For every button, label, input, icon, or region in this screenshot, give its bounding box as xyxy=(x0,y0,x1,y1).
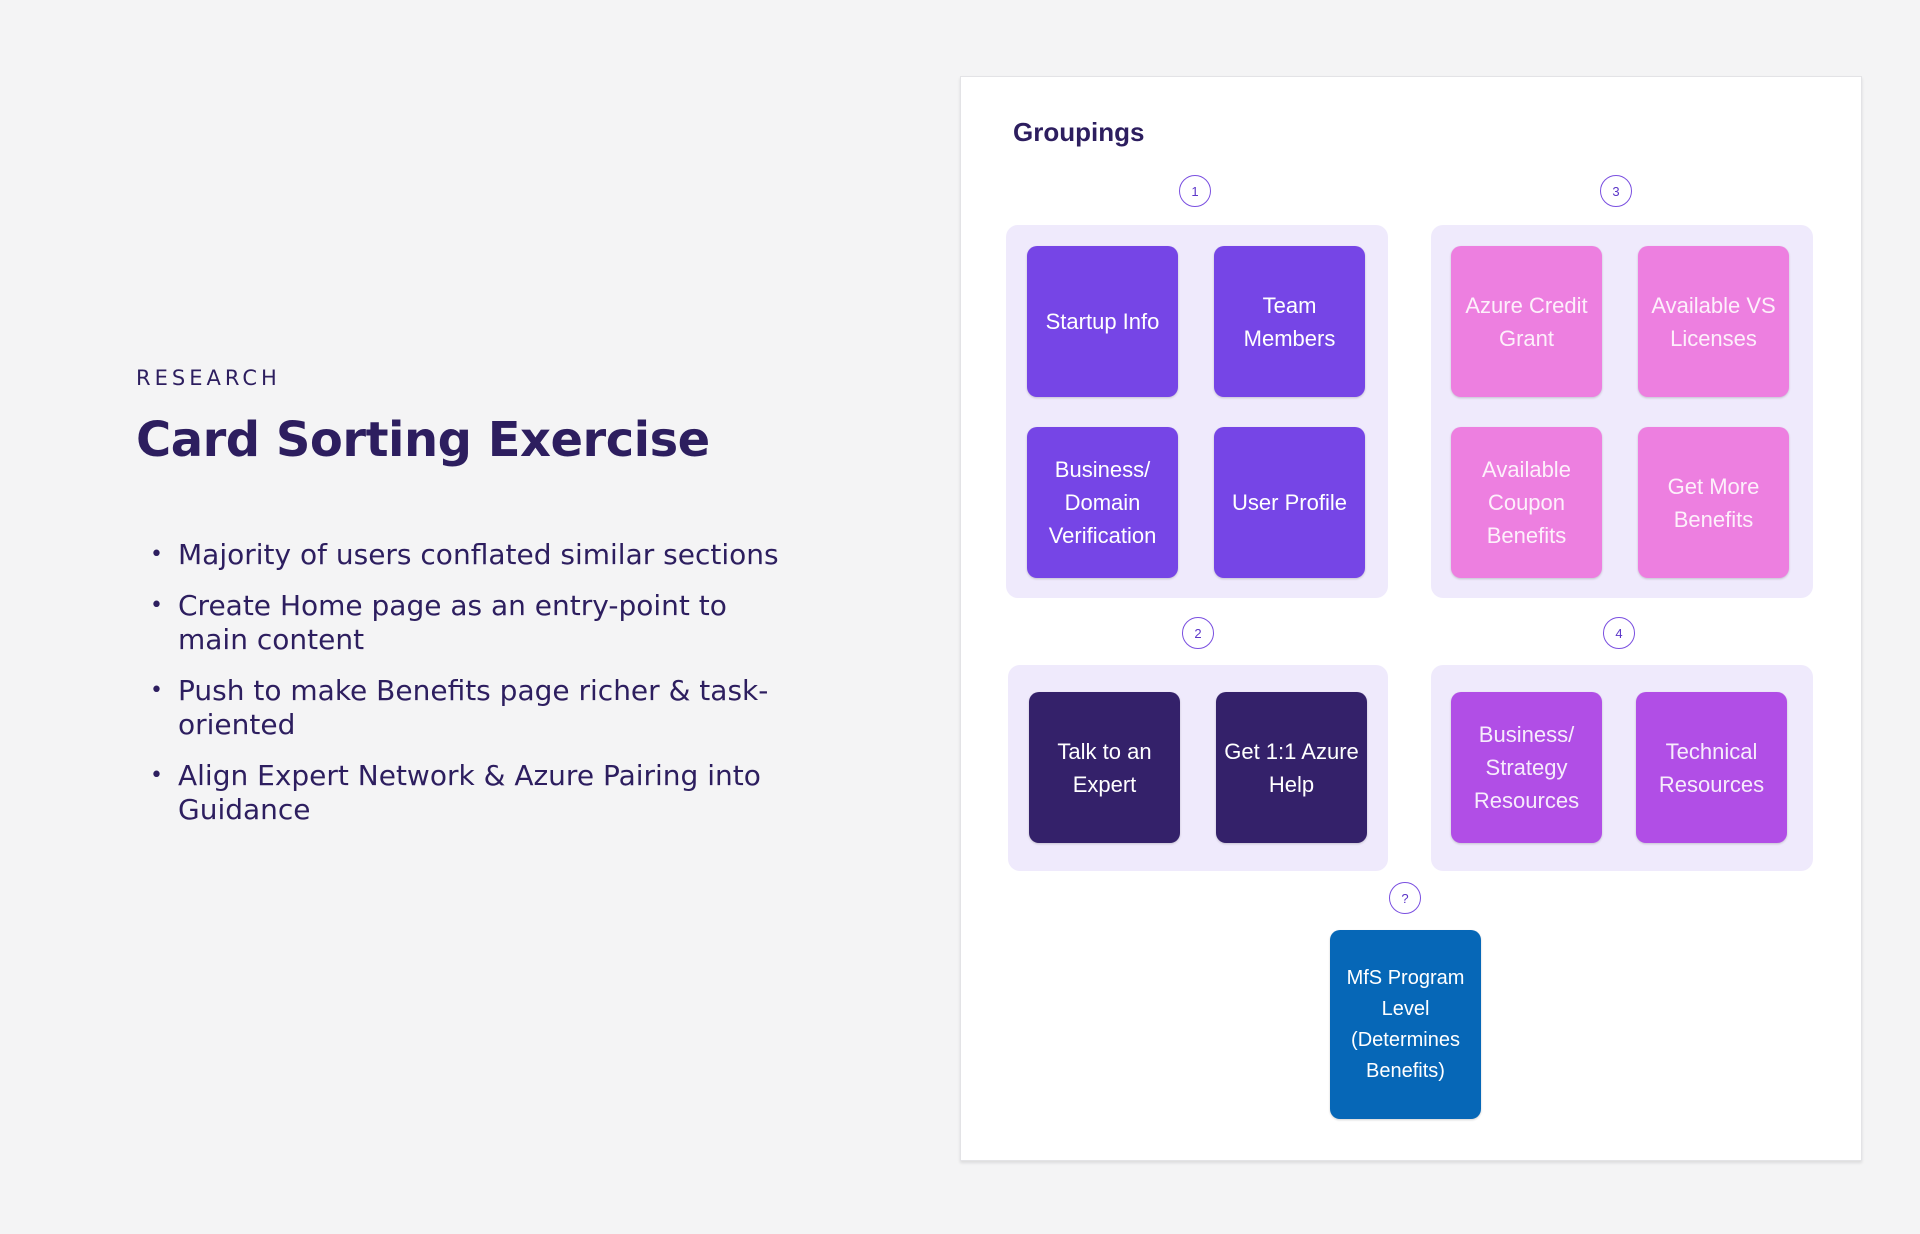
card-business-strategy-resources[interactable]: Business/ Strategy Resources xyxy=(1451,692,1602,843)
list-item-text: Push to make Benefits page richer & task… xyxy=(178,674,769,741)
intro-section: RESEARCH Card Sorting Exercise • Majority… xyxy=(136,0,816,1234)
card-talk-to-an-expert[interactable]: Talk to an Expert xyxy=(1029,692,1180,843)
page-title: Card Sorting Exercise xyxy=(136,412,710,468)
bullet-icon: • xyxy=(150,678,163,703)
group-2-container: Talk to an Expert Get 1:1 Azure Help xyxy=(1008,665,1388,871)
card-available-coupon-benefits[interactable]: Available Coupon Benefits xyxy=(1451,427,1602,578)
list-item: • Align Expert Network & Azure Pairing in… xyxy=(150,759,790,827)
card-available-vs-licenses[interactable]: Available VS Licenses xyxy=(1638,246,1789,397)
group-number-badge: 3 xyxy=(1600,175,1632,207)
card-azure-credit-grant[interactable]: Azure Credit Grant xyxy=(1451,246,1602,397)
groupings-title: Groupings xyxy=(1013,117,1145,147)
list-item-text: Create Home page as an entry-point to ma… xyxy=(178,589,727,656)
section-eyebrow: RESEARCH xyxy=(136,366,281,390)
group-1-container: Startup Info Team Members Business/ Doma… xyxy=(1006,225,1388,598)
card-get-more-benefits[interactable]: Get More Benefits xyxy=(1638,427,1789,578)
card-user-profile[interactable]: User Profile xyxy=(1214,427,1365,578)
list-item: • Majority of users conflated similar sec… xyxy=(150,538,790,572)
findings-list: • Majority of users conflated similar sec… xyxy=(150,538,790,844)
card-get-1-1-azure-help[interactable]: Get 1:1 Azure Help xyxy=(1216,692,1367,843)
group-3-container: Azure Credit Grant Available VS Licenses… xyxy=(1431,225,1813,598)
list-item-text: Majority of users conflated similar sect… xyxy=(178,538,779,571)
list-item: • Create Home page as an entry-point to m… xyxy=(150,589,790,657)
card-startup-info[interactable]: Startup Info xyxy=(1027,246,1178,397)
group-number-badge: 1 xyxy=(1179,175,1211,207)
list-item-text: Align Expert Network & Azure Pairing int… xyxy=(178,759,761,826)
groupings-panel: Groupings 1 Startup Info Team Members Bu… xyxy=(960,76,1862,1161)
card-mfs-program-level[interactable]: MfS Program Level (Determines Benefits) xyxy=(1330,930,1481,1119)
unsorted-question-badge: ? xyxy=(1389,882,1421,914)
card-business-domain-verification[interactable]: Business/ Domain Verification xyxy=(1027,427,1178,578)
bullet-icon: • xyxy=(150,542,163,567)
group-number-badge: 2 xyxy=(1182,617,1214,649)
bullet-icon: • xyxy=(150,593,163,618)
group-number-badge: 4 xyxy=(1603,617,1635,649)
list-item: • Push to make Benefits page richer & tas… xyxy=(150,674,790,742)
bullet-icon: • xyxy=(150,763,163,788)
group-4-container: Business/ Strategy Resources Technical R… xyxy=(1431,665,1813,871)
card-team-members[interactable]: Team Members xyxy=(1214,246,1365,397)
card-technical-resources[interactable]: Technical Resources xyxy=(1636,692,1787,843)
